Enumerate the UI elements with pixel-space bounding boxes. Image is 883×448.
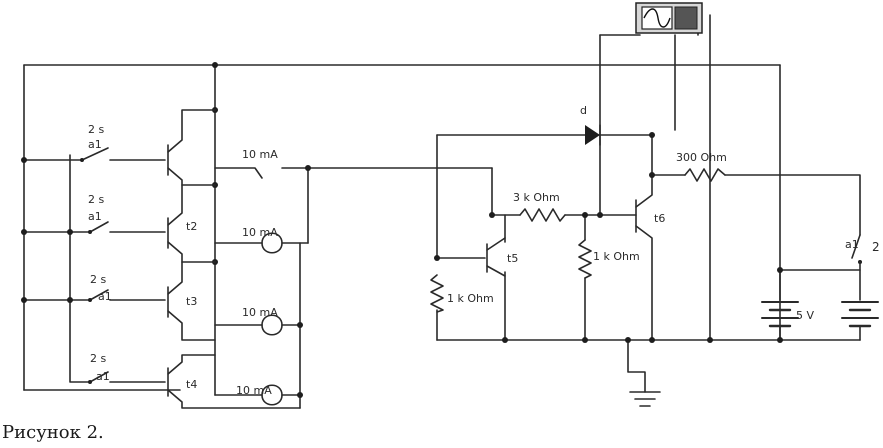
diode-label: d <box>580 104 587 117</box>
fuse-1-label: 10 mA <box>242 148 278 161</box>
timer-label-1: 2 s <box>88 123 104 136</box>
switch-ref-2: a1 <box>88 210 102 223</box>
transistor-t6: t6 <box>635 174 665 341</box>
fuse-2: 10 mA <box>214 226 309 254</box>
resistor-3k-label: 3 k Ohm <box>513 191 560 204</box>
t4-label: t4 <box>186 378 197 391</box>
resistor-300-label: 300 Ohm <box>676 151 727 164</box>
fuse-3: 10 mA <box>214 306 301 336</box>
resistor-1k-right-label: 1 k Ohm <box>593 250 640 263</box>
timer-switch-4: 2 s a1 <box>88 352 110 384</box>
t2-label: t2 <box>186 220 197 233</box>
diode: d <box>580 104 601 146</box>
switch-ref-4: a1 <box>96 370 110 383</box>
battery-right <box>841 301 879 341</box>
frame-wires <box>23 14 781 396</box>
transistor-t1 <box>167 109 216 186</box>
switch-2-label: 2 <box>872 240 880 254</box>
transistor-t2: t2 <box>167 184 216 263</box>
transistor-t5: t5 <box>486 237 518 277</box>
resistor-1k-left: 1 k Ohm <box>430 274 494 313</box>
timer-label-4: 2 s <box>90 352 106 365</box>
t5-label: t5 <box>507 252 518 265</box>
switch-2: a1 2 <box>845 234 880 301</box>
ground-symbol <box>627 339 661 407</box>
resistor-3k: 3 k Ohm <box>513 191 566 222</box>
timer-label-3: 2 s <box>90 273 106 286</box>
resistor-1k-left-label: 1 k Ohm <box>447 292 494 305</box>
battery-5v-label: 5 V <box>796 309 814 322</box>
figure-caption: Рисунок 2. <box>2 422 104 443</box>
right-junctions <box>434 132 783 343</box>
fuse-4-label: 10 mA <box>236 384 272 397</box>
timer-switch-1: 2 s a1 <box>80 123 109 162</box>
t6-label: t6 <box>654 212 665 225</box>
oscilloscope <box>635 2 703 34</box>
resistor-1k-right: 1 k Ohm <box>578 239 640 279</box>
input-lines <box>23 154 166 383</box>
fuse-1: 10 mA <box>214 148 309 179</box>
battery-5v: 5 V <box>761 269 814 341</box>
timer-switch-3: 2 s a1 <box>88 273 112 303</box>
transistor-t4: t4 <box>167 354 301 409</box>
fuse-bus <box>297 165 493 409</box>
fuse-4: 10 mA <box>214 384 301 406</box>
timer-label-2: 2 s <box>88 193 104 206</box>
switch-ref-3: a1 <box>98 290 112 303</box>
left-junctions <box>21 62 218 303</box>
t3-label: t3 <box>186 295 197 308</box>
fuse-2-label: 10 mA <box>242 226 278 239</box>
timer-switch-2: 2 s a1 <box>88 193 109 234</box>
switch-ref-1: a1 <box>88 138 102 151</box>
transistor-t3: t3 <box>167 261 216 341</box>
switch-2-ref: a1 <box>845 238 859 251</box>
fuse-3-label: 10 mA <box>242 306 278 319</box>
resistor-300: 300 Ohm <box>651 151 861 236</box>
